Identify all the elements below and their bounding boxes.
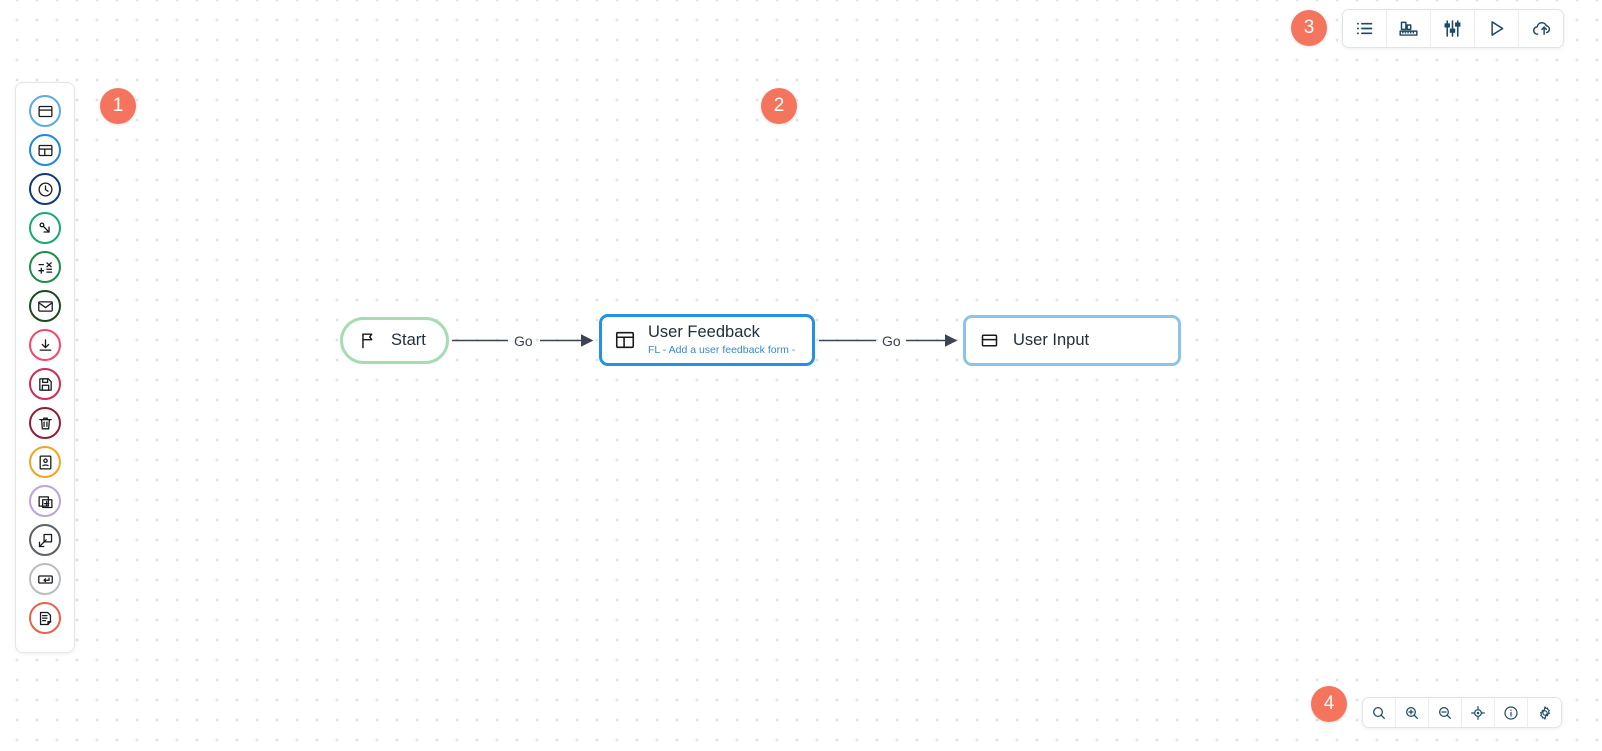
palette-item-trash[interactable] bbox=[29, 407, 61, 439]
cloud-upload-icon bbox=[1531, 18, 1552, 39]
info-icon bbox=[1503, 705, 1519, 721]
palette-item-document-edit[interactable] bbox=[29, 602, 61, 634]
zoom-out-icon bbox=[1437, 705, 1453, 721]
clock-icon bbox=[37, 181, 54, 198]
info-button[interactable] bbox=[1495, 698, 1528, 727]
palette-item-save-disk[interactable] bbox=[29, 368, 61, 400]
callout-badge-1: 1 bbox=[100, 88, 136, 124]
palette-item-envelope[interactable] bbox=[29, 290, 61, 322]
publish-button[interactable] bbox=[1519, 10, 1563, 47]
measure-button[interactable] bbox=[1387, 10, 1431, 47]
id-card-icon bbox=[37, 454, 54, 471]
flow-node-user-feedback-title: User Feedback bbox=[648, 322, 760, 341]
external-link-icon bbox=[37, 532, 54, 549]
list-icon bbox=[1354, 18, 1375, 39]
flow-node-user-input-title: User Input bbox=[1013, 331, 1090, 350]
callout-badge-4: 4 bbox=[1311, 686, 1347, 722]
palette-item-enter-key[interactable] bbox=[29, 563, 61, 595]
zoom-in-button[interactable] bbox=[1396, 698, 1429, 727]
list-view-button[interactable] bbox=[1343, 10, 1387, 47]
search-icon bbox=[1371, 705, 1387, 721]
palette-item-clock[interactable] bbox=[29, 173, 61, 205]
envelope-icon bbox=[37, 298, 54, 315]
preferences-button[interactable] bbox=[1528, 698, 1561, 727]
node-palette[interactable] bbox=[15, 82, 75, 653]
download-icon bbox=[37, 337, 54, 354]
calculator-icon bbox=[37, 259, 54, 276]
flow-node-user-feedback[interactable]: User Feedback FL - Add a user feedback f… bbox=[599, 314, 815, 366]
palette-item-duplicate[interactable] bbox=[29, 485, 61, 517]
save-disk-icon bbox=[37, 376, 54, 393]
run-button[interactable] bbox=[1475, 10, 1519, 47]
flow-node-start[interactable]: Start bbox=[340, 317, 449, 364]
top-toolbar[interactable] bbox=[1342, 9, 1564, 48]
form-layout-icon bbox=[614, 329, 636, 351]
enter-key-icon bbox=[37, 571, 54, 588]
palette-item-external-link[interactable] bbox=[29, 524, 61, 556]
gear-icon bbox=[1537, 705, 1553, 721]
palette-item-window-panel[interactable] bbox=[29, 95, 61, 127]
branch-icon bbox=[37, 220, 54, 237]
callout-badge-2: 2 bbox=[761, 88, 797, 124]
play-icon bbox=[1486, 18, 1507, 39]
palette-item-id-card[interactable] bbox=[29, 446, 61, 478]
flow-node-user-input[interactable]: User Input bbox=[963, 315, 1181, 366]
flow-node-user-feedback-subtitle: FL - Add a user feedback form - bbox=[648, 343, 796, 356]
zoom-in-icon bbox=[1404, 705, 1420, 721]
edge-label-go-1: Go bbox=[514, 333, 533, 349]
zoom-out-button[interactable] bbox=[1429, 698, 1462, 727]
trash-icon bbox=[37, 415, 54, 432]
flag-icon bbox=[359, 331, 378, 350]
edge-label-go-2: Go bbox=[882, 333, 901, 349]
ruler-icon bbox=[1398, 18, 1419, 39]
duplicate-icon bbox=[37, 493, 54, 510]
document-edit-icon bbox=[37, 610, 54, 627]
palette-item-layout-columns[interactable] bbox=[29, 134, 61, 166]
layout-columns-icon bbox=[37, 142, 54, 159]
flow-node-user-feedback-body: User Feedback FL - Add a user feedback f… bbox=[648, 323, 795, 357]
flow-node-start-title: Start bbox=[391, 331, 426, 350]
window-panel-icon bbox=[37, 103, 54, 120]
input-box-icon bbox=[979, 330, 1000, 351]
fit-to-screen-button[interactable] bbox=[1462, 698, 1495, 727]
settings-sliders-button[interactable] bbox=[1431, 10, 1475, 47]
search-button[interactable] bbox=[1363, 698, 1396, 727]
palette-item-branch[interactable] bbox=[29, 212, 61, 244]
sliders-icon bbox=[1442, 18, 1463, 39]
palette-item-calculator[interactable] bbox=[29, 251, 61, 283]
target-icon bbox=[1470, 705, 1486, 721]
palette-item-download[interactable] bbox=[29, 329, 61, 361]
bottom-toolbar[interactable] bbox=[1362, 697, 1562, 728]
callout-badge-3: 3 bbox=[1291, 10, 1327, 46]
